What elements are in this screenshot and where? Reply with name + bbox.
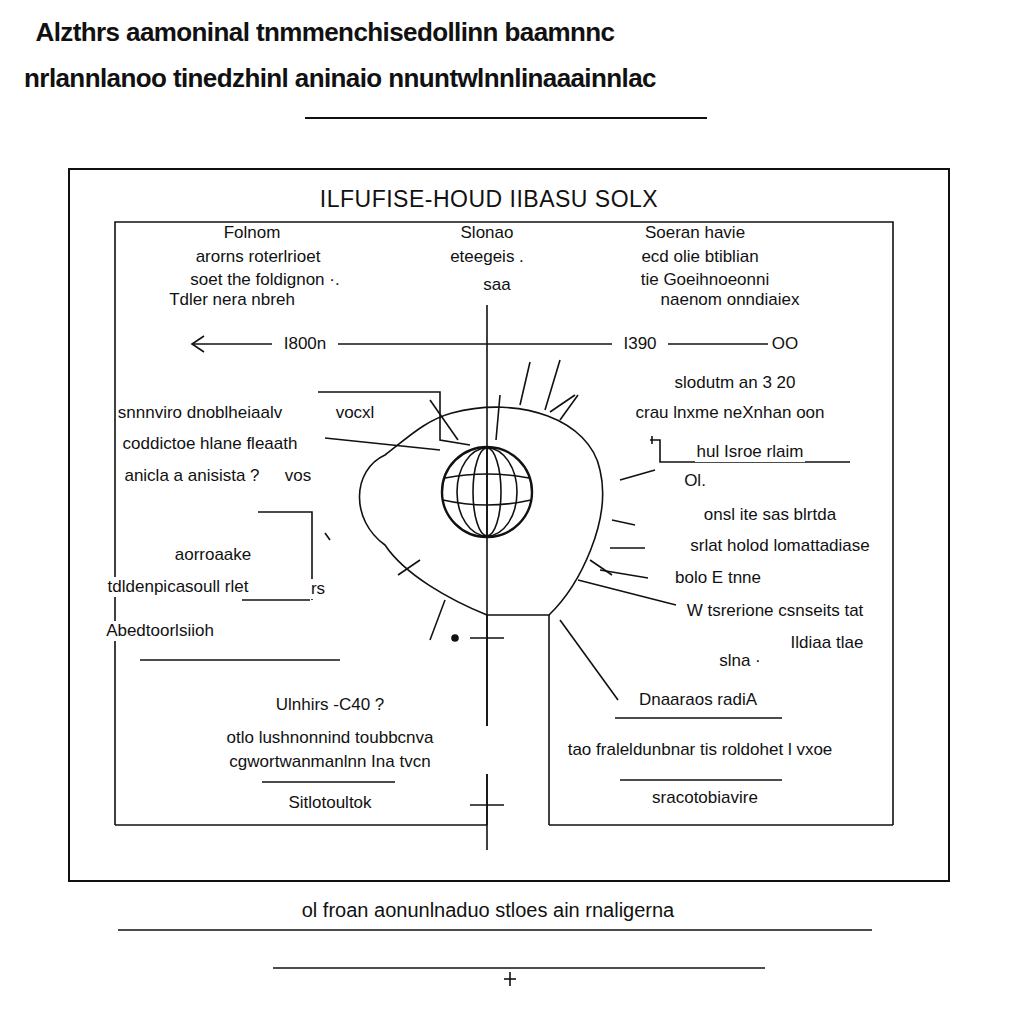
part-label: Folnom bbox=[222, 223, 283, 243]
part-label: Abedtoorlsiioh bbox=[104, 621, 216, 641]
part-label: Tdler nera nbreh bbox=[167, 290, 297, 310]
part-label: slna · bbox=[717, 651, 763, 671]
part-label: vos bbox=[283, 466, 313, 486]
part-label: saa bbox=[481, 275, 512, 295]
part-label: anicla a anisista ? bbox=[122, 466, 261, 486]
part-label: rs bbox=[309, 579, 327, 599]
part-label: eteegeis . bbox=[448, 247, 526, 267]
part-label: bolo E tnne bbox=[673, 568, 763, 588]
part-label: srlat holod lomattadiase bbox=[688, 536, 872, 556]
diagram-box: Dnaaraos radiA tao fraleldunbnar tis rold… bbox=[553, 682, 893, 825]
part-label: tie Goeihnoeonni bbox=[639, 270, 772, 290]
diagram-subtitle: nrlannlanoo tinedzhinl aninaio nnuntwlnn… bbox=[24, 63, 656, 94]
part-label: crau lnxme neXnhan oon bbox=[633, 403, 826, 423]
part-label: arorns roterlrioet bbox=[194, 247, 323, 267]
part-label: Ol. bbox=[682, 471, 708, 491]
timeline-label: I390 bbox=[621, 334, 658, 354]
part-label: snnnviro dnoblheiaalv bbox=[116, 403, 284, 423]
part-label: naenom onndiaiex bbox=[659, 290, 802, 310]
diagram-box: Ulnhirs -C40 ?otlo lushnonnind toubbcnva… bbox=[119, 682, 487, 825]
part-label: vocxl bbox=[334, 403, 377, 423]
box-heading: ILFUFISE-HOUD IIBASU SOLX bbox=[317, 187, 661, 211]
part-label: onsl ite sas blrtda bbox=[702, 505, 838, 525]
part-label: W tsrerione csnseits tat bbox=[685, 601, 866, 621]
part-label: soet the foldignon ·. bbox=[188, 270, 341, 290]
part-label: slodutm an 3 20 bbox=[673, 373, 798, 393]
part-label: hul Isroe rlaim bbox=[695, 442, 806, 462]
timeline-label: OO bbox=[770, 334, 800, 354]
part-label: coddictoe hlane fleaath bbox=[121, 434, 300, 454]
part-label: Soeran havie bbox=[643, 223, 747, 243]
part-label: Ildiaa tlae bbox=[789, 633, 866, 653]
diagram-title: Alzthrs aamoninal tnmmenchisedollinn baa… bbox=[36, 17, 615, 48]
part-label: aorroaake bbox=[173, 545, 254, 565]
box-heading: Ulnhirs -C40 ? bbox=[273, 693, 388, 717]
box-text: otlo lushnonnind toubbcnva cgwortwanmanl… bbox=[167, 726, 493, 774]
diagram-caption: ol froan aonunlnaduo stloes ain rnaliger… bbox=[300, 898, 677, 922]
box-text: tao fraleldunbnar tis roldohet l vxoe bbox=[552, 738, 848, 762]
box-heading: Dnaaraos radiA bbox=[636, 688, 760, 712]
timeline-label: I800n bbox=[282, 334, 329, 354]
part-label: Slonao bbox=[459, 223, 516, 243]
box-text: Sitlotoultok bbox=[285, 791, 374, 815]
box-text: sracotobiavire bbox=[649, 786, 761, 810]
part-label: tdldenpicasoull rlet bbox=[106, 577, 251, 597]
part-label: ecd olie btiblian bbox=[639, 247, 760, 267]
